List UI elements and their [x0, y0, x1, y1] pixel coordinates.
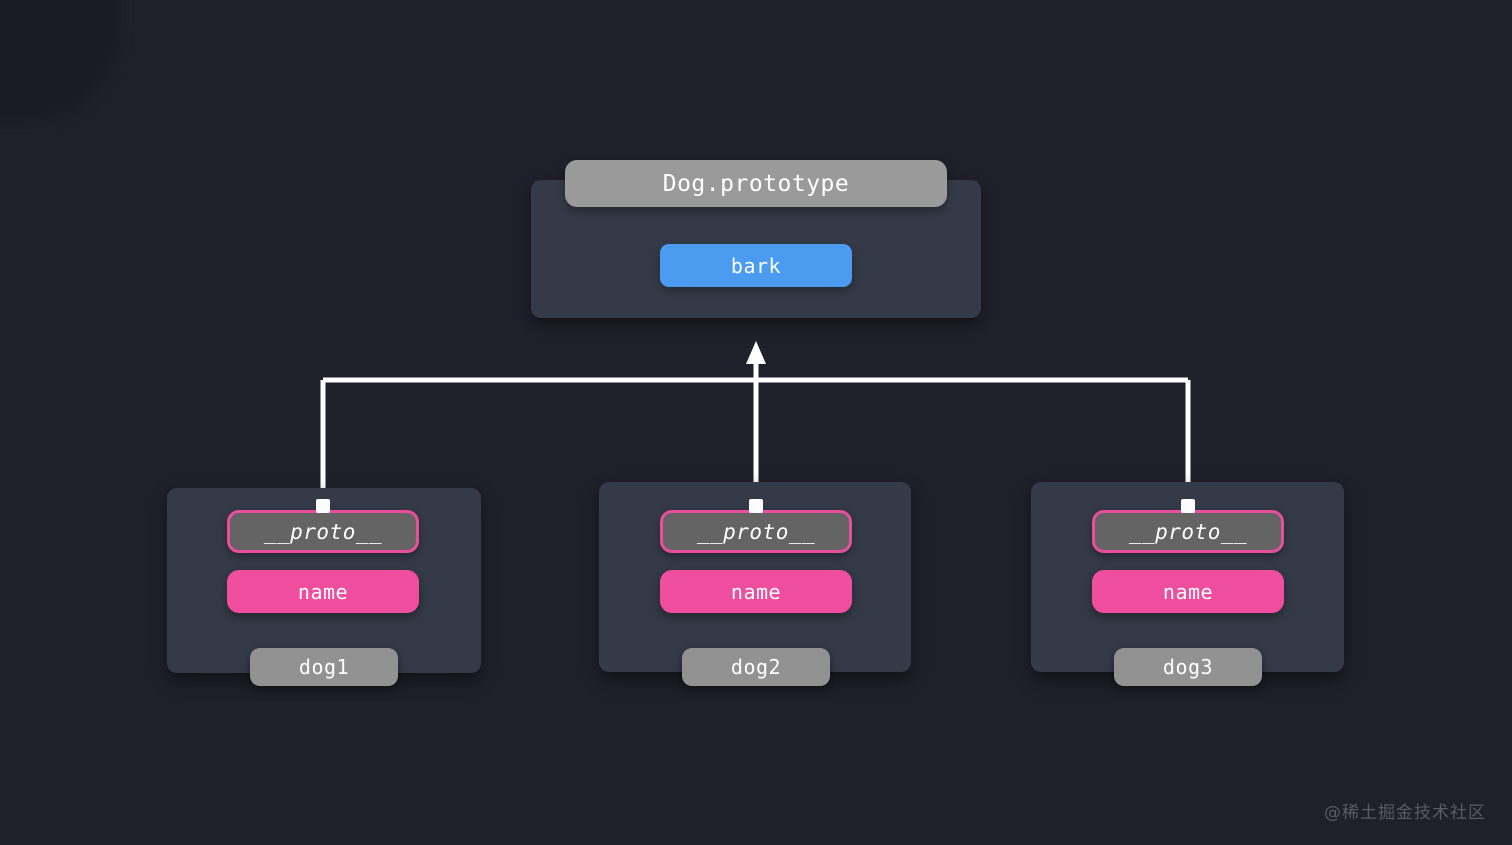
dog1-label-pill: dog1: [250, 648, 398, 686]
prototype-title-pill: Dog.prototype: [565, 160, 947, 207]
prototype-method-bark[interactable]: bark: [660, 244, 852, 287]
watermark: @稀土掘金技术社区: [1324, 803, 1486, 823]
background-decoration: [0, 0, 120, 120]
dog3-proto-pill[interactable]: __proto__: [1092, 510, 1284, 553]
dog3-name-pill[interactable]: name: [1092, 570, 1284, 613]
dog3-connector-node: [1181, 499, 1195, 513]
dog2-proto-pill[interactable]: __proto__: [660, 510, 852, 553]
dog1-proto-pill[interactable]: __proto__: [227, 510, 419, 553]
dog3-label-pill: dog3: [1114, 648, 1262, 686]
dog1-connector-node: [316, 499, 330, 513]
dog2-name-pill[interactable]: name: [660, 570, 852, 613]
dog2-label-pill: dog2: [682, 648, 830, 686]
dog2-connector-node: [749, 499, 763, 513]
dog1-name-pill[interactable]: name: [227, 570, 419, 613]
